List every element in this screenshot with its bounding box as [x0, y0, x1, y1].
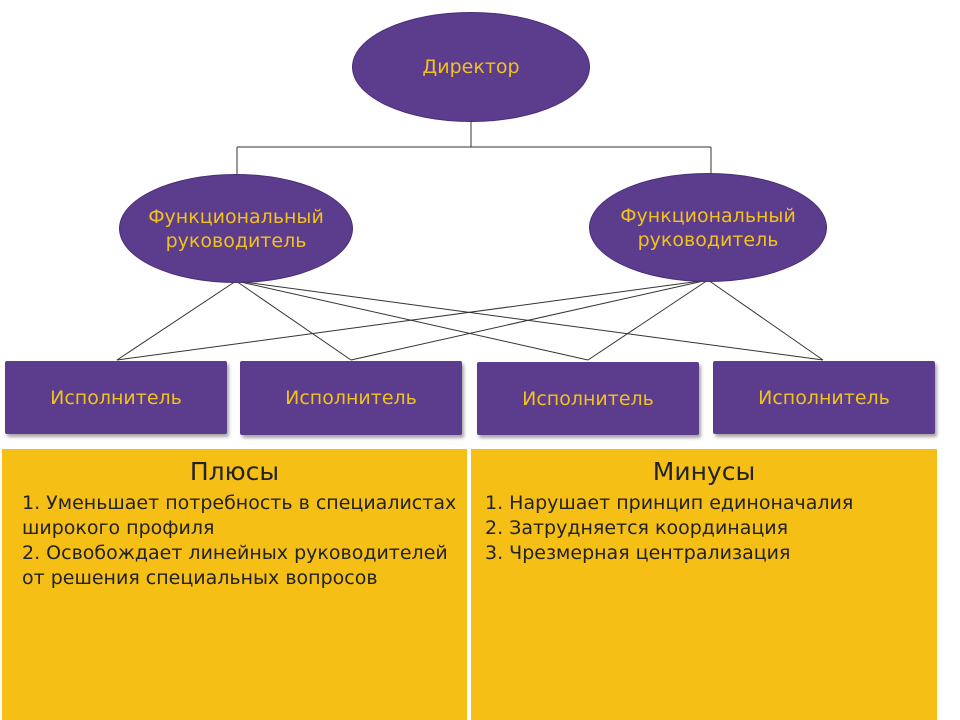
pros-item: 2. Освобождает линейных руководителей от… [22, 542, 448, 589]
executor-node-1: Исполнитель [5, 361, 227, 434]
director-node: Директор [352, 12, 590, 122]
executor-label: Исполнитель [758, 386, 890, 409]
cons-item: 1. Нарушает принцип единоначалия [485, 492, 854, 514]
pros-title: Плюсы [189, 457, 280, 486]
functional-manager-node-1: Функциональный руководитель [119, 174, 353, 283]
cons-title: Минусы [652, 457, 756, 486]
connector-fm2-exec3 [587, 279, 709, 361]
connector-fm2-exec4 [707, 279, 824, 361]
cons-item: 3. Чрезмерная централизация [485, 542, 791, 564]
cons-list: 1. Нарушает принцип единоначалия 2. Затр… [471, 491, 937, 566]
cons-item: 2. Затрудняется координация [485, 517, 789, 539]
executor-label: Исполнитель [522, 387, 654, 410]
connector-fm1-exec2 [235, 280, 352, 361]
connector-fm2-exec1 [116, 279, 709, 361]
executor-label: Исполнитель [285, 387, 417, 409]
functional-manager-label: Функциональный руководитель [148, 205, 324, 252]
functional-manager-node-2: Функциональный руководитель [589, 173, 827, 282]
executor-node-4: Исполнитель [713, 361, 935, 434]
pros-list: 1. Уменьшает потребность в специалистах … [2, 491, 467, 591]
executor-node-3: Исполнитель [477, 362, 699, 435]
pros-item: 1. Уменьшает потребность в специалистах … [22, 492, 457, 539]
connector-fm2-exec2 [350, 279, 709, 361]
executor-node-2: Исполнитель [240, 361, 462, 435]
director-label: Директор [422, 56, 520, 78]
executor-label: Исполнитель [50, 386, 182, 409]
connector-fm1-exec1 [116, 280, 237, 361]
cons-panel: Минусы 1. Нарушает принцип единоначалия … [471, 449, 937, 720]
functional-manager-label: Функциональный руководитель [620, 204, 796, 251]
pros-panel: Плюсы 1. Уменьшает потребность в специал… [2, 449, 467, 720]
